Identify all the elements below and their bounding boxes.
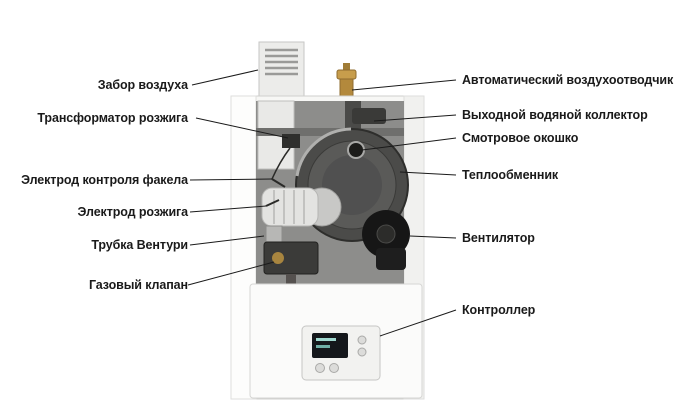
venturi-tube-unit [265,225,283,243]
callout-lines [187,69,457,337]
sight-glass-window [347,141,365,159]
outlet-water-collector [352,108,386,124]
gas-valve-brass-nut [272,252,284,264]
air-intake-duct [258,41,305,101]
fan-hub [376,224,396,244]
controller-knob [315,363,325,373]
electrode-wire [271,147,291,180]
auto-air-vent-valve [336,63,357,98]
fan-motor-housing [376,248,406,270]
callout-ignition-electrode [189,205,267,213]
callout-water-collector [373,114,457,122]
controller-knob [329,363,339,373]
ignition-electrode-pin [265,199,280,207]
callout-auto-air-vent [351,79,457,91]
callout-ignition-transformer [195,117,289,139]
callout-venturi-tube [189,235,265,246]
callout-air-intake [191,69,259,86]
callout-gas-valve [187,261,275,286]
label-venturi-tube: Трубка Вентури [91,238,188,252]
label-auto-air-vent: Автоматический воздухоотводчик [462,73,674,87]
gas-pipe [286,274,296,288]
controller-button [357,335,367,345]
label-gas-valve: Газовый клапан [88,278,188,292]
vent-nipple [343,63,350,71]
vent-body [339,78,354,98]
gas-valve-unit [263,241,319,288]
display-line [316,338,336,341]
flame-control-electrode-pin [271,178,286,188]
fan-unit [362,210,410,270]
label-water-collector: Выходной водяной коллектор [462,108,648,122]
callout-sight-glass [361,137,457,151]
display-line [316,345,330,348]
burner-cylinder [261,187,319,227]
ignition-transformer-unit [282,134,300,148]
label-heat-exchanger: Теплообменник [462,168,559,182]
callout-controller [379,309,457,337]
controller-button [357,347,367,357]
callout-heat-exchanger [399,171,457,176]
label-fan: Вентилятор [462,231,535,245]
drum-clamp-band [295,127,352,177]
label-air-intake: Забор воздуха [97,78,188,92]
label-ignition-electrode: Электрод розжига [77,205,189,219]
controller-panel [301,325,381,381]
burner-assembly [261,178,342,227]
air-duct-body [258,41,305,101]
label-sight-glass: Смотровое окошко [462,131,579,145]
callout-fan [409,235,457,239]
label-flame-control-electrode: Электрод контроля факела [21,173,188,187]
label-controller: Контроллер [462,303,536,317]
venturi-body [265,225,283,243]
callout-flame-control-electrode [189,178,273,181]
label-ignition-transformer: Трансформатор розжига [37,111,188,125]
vent-cap [336,69,357,80]
